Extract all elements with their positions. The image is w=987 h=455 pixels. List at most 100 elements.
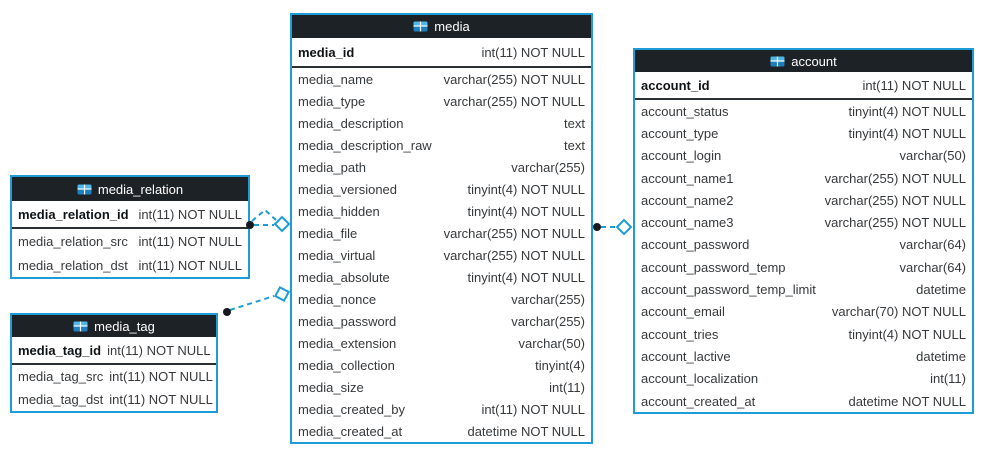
field-name: media_tag_src [18, 369, 104, 384]
field-type: int(11) NOT NULL [862, 77, 966, 93]
field-type: tinyint(4) [535, 357, 585, 373]
pk-row[interactable]: media_id int(11) NOT NULL [292, 38, 591, 68]
field-type: int(11) NOT NULL [107, 342, 211, 358]
relation-diamond-icon [273, 285, 291, 303]
field-type: varchar(255) NOT NULL [824, 192, 966, 208]
table-title: media_tag [94, 318, 155, 334]
pk-row[interactable]: media_relation_id int(11) NOT NULL [12, 201, 248, 229]
table-account[interactable]: account account_id int(11) NOT NULL acco… [633, 48, 974, 415]
table-media-tag[interactable]: media_tag media_tag_id int(11) NOT NULL … [10, 313, 218, 413]
field-name: media_nonce [298, 291, 377, 307]
connector-media-to-account[interactable] [593, 218, 633, 236]
field-type: varchar(255) NOT NULL [443, 225, 585, 241]
field-name: account_name3 [641, 215, 734, 231]
field-name: media_description [298, 115, 404, 131]
table-media[interactable]: media media_id int(11) NOT NULL media_na… [290, 13, 593, 444]
field-type: int(11) [930, 371, 966, 387]
field-type: varchar(255) NOT NULL [824, 170, 966, 186]
connector-media-relation-to-media[interactable] [246, 208, 291, 233]
field-row[interactable]: media_size int(11) [292, 376, 591, 398]
field-row[interactable]: account_name1 varchar(255) NOT NULL [635, 166, 972, 190]
field-type: int(11) NOT NULL [481, 401, 585, 417]
field-type: tinyint(4) NOT NULL [467, 203, 585, 219]
field-name: media_description_raw [298, 137, 432, 153]
field-type: int(11) NOT NULL [481, 44, 585, 60]
connector-media-tag-to-media[interactable] [223, 285, 291, 316]
field-type: varchar(255) [511, 313, 585, 329]
relation-diamond-icon [273, 215, 291, 233]
field-type: datetime [916, 282, 966, 298]
field-name: media_extension [298, 335, 397, 351]
field-name: media_relation_id [18, 206, 129, 222]
table-header-media-tag[interactable]: media_tag [12, 315, 216, 337]
field-name: media_size [298, 379, 364, 395]
table-icon [413, 21, 428, 32]
field-type: int(11) [549, 379, 585, 395]
field-type: int(11) NOT NULL [138, 206, 242, 222]
field-type: text [564, 115, 585, 131]
pk-row[interactable]: media_tag_id int(11) NOT NULL [12, 337, 216, 365]
field-name: media_type [298, 93, 366, 109]
field-row[interactable]: media_password varchar(255) [292, 310, 591, 332]
field-type: varchar(64) [899, 259, 966, 275]
field-name: account_created_at [641, 393, 756, 409]
table-icon [770, 56, 785, 66]
field-type: datetime NOT NULL [467, 423, 585, 439]
field-name: media_id [298, 44, 355, 60]
table-header-account[interactable]: account [635, 50, 972, 72]
table-header-media[interactable]: media [292, 15, 591, 38]
field-row[interactable]: media_description text [292, 112, 591, 134]
field-type: varchar(255) NOT NULL [443, 71, 585, 87]
field-type: varchar(50) [899, 148, 966, 164]
field-name: media_absolute [298, 269, 390, 285]
field-type: varchar(255) NOT NULL [443, 93, 585, 109]
relation-diamond-icon [615, 218, 633, 236]
table-media-relation[interactable]: media_relation media_relation_id int(11)… [10, 175, 250, 279]
pk-row[interactable]: account_id int(11) NOT NULL [635, 72, 972, 100]
field-name: media_password [298, 313, 397, 329]
field-type: int(11) NOT NULL [138, 233, 242, 249]
field-type: varchar(255) NOT NULL [824, 215, 966, 231]
field-type: int(11) NOT NULL [138, 257, 242, 273]
field-name: account_name1 [641, 170, 734, 186]
table-icon [77, 184, 92, 194]
relation-dot-icon [593, 223, 601, 231]
table-header-media-relation[interactable]: media_relation [12, 177, 248, 201]
field-row[interactable]: account_name3 varchar(255) NOT NULL [635, 211, 972, 234]
field-name: media_virtual [298, 247, 376, 263]
field-row[interactable]: media_type varchar(255) NOT NULL [292, 90, 591, 112]
